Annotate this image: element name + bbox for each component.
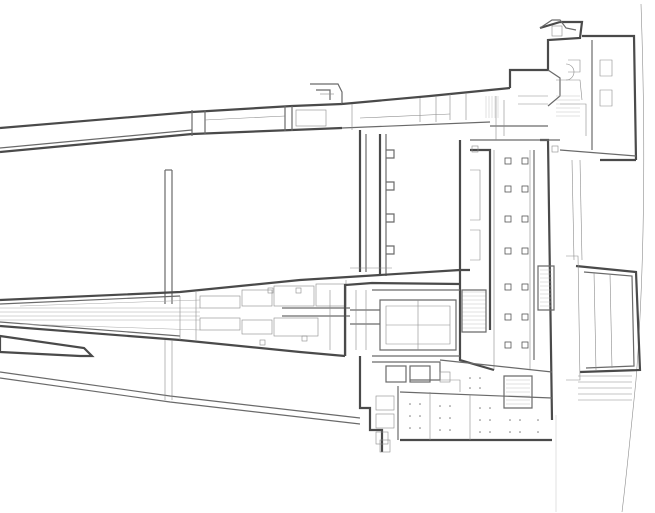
vertical-corridor [164,130,395,304]
floor-grid-dots [409,377,539,433]
site-boundary-curve [555,3,645,513]
main-hall [439,20,587,421]
ramp-strip [578,375,632,401]
west-track-wedge [0,268,461,358]
hall-columns [504,157,529,349]
south-entry-block [358,356,553,453]
lower-concourse-wing [0,334,361,425]
east-annex [559,34,642,401]
platform-approach-tracks [343,95,580,409]
upper-concourse-wing [0,83,511,154]
north-entry-block [471,19,577,153]
stair-stacks [461,95,580,409]
